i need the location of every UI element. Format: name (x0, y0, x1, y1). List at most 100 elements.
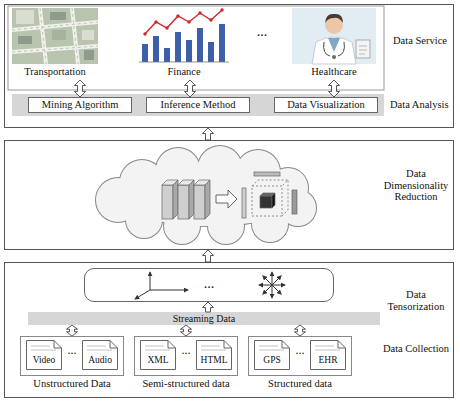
axes-star-part (272, 285, 285, 286)
doc-fold (224, 341, 232, 349)
axes-left-part (150, 272, 151, 290)
method-label: Inference Method (147, 99, 249, 111)
cloud-shape (96, 146, 316, 244)
method-box: Inference Method (146, 97, 250, 113)
reduced-tensors-part (254, 172, 280, 176)
method-label: Data Visualization (275, 99, 377, 111)
doc-fold (110, 341, 118, 349)
finance-picture-part (154, 20, 157, 23)
cloud-shape-part-part (120, 170, 300, 226)
service-image: Transportation (12, 8, 98, 80)
transport-picture-part (12, 8, 98, 64)
transport-picture-part (50, 12, 66, 20)
doc-label: Audio (82, 355, 118, 365)
finance-picture-part (153, 36, 159, 62)
ellipsis: ... (176, 344, 196, 357)
reduced-tensors-part (292, 190, 297, 214)
axes-star-part (272, 272, 273, 285)
healthcare-picture-part (324, 42, 345, 56)
reduce-arrow (216, 190, 237, 208)
group-caption: Unstructured Data (17, 378, 127, 390)
axes-left-part (150, 290, 188, 291)
layer-label: Data Analysis (390, 99, 454, 111)
finance-picture-part (165, 26, 168, 29)
axes-star-part (272, 285, 273, 298)
healthcare-picture (292, 8, 376, 64)
transport-picture-part (12, 8, 98, 64)
reduced-tensors-part (272, 193, 275, 208)
transport-picture-part (18, 36, 32, 44)
doc-fold (282, 341, 290, 349)
finance-picture-part (198, 11, 201, 14)
layer-panel: Data TensorizationData Collection...Stre… (4, 262, 454, 398)
axes-star-part (272, 276, 281, 285)
reduced-tensors-part (242, 188, 246, 218)
transport-picture (12, 8, 98, 64)
healthcare-picture-part (356, 40, 370, 58)
doc-icon: EHR (310, 340, 346, 370)
transport-picture-part (84, 50, 94, 60)
healthcare-picture-part (328, 38, 340, 52)
doc-lines (259, 346, 284, 350)
doc-lines (315, 346, 340, 350)
flow-arrow (295, 325, 306, 336)
image-caption: Healthcare (292, 66, 376, 78)
finance-picture-part (136, 8, 232, 64)
doc-outline (27, 341, 62, 370)
flow-arrow (203, 250, 214, 262)
image-caption: Transportation (6, 66, 104, 78)
flow-arrow (67, 325, 78, 336)
layer-panel: Data ServiceTransportationFinanceHealthc… (4, 4, 454, 128)
tensor-cubes (162, 180, 210, 219)
tensor-cubes-part (205, 180, 210, 219)
doc-label: GPS (254, 355, 290, 365)
doc-lines (87, 346, 112, 350)
flow-arrow (203, 128, 214, 140)
axes-star-part (272, 285, 281, 294)
doc-label: EHR (310, 355, 346, 365)
cloud-shape-part-part (120, 170, 300, 226)
service-image: Finance (136, 8, 232, 80)
ellipsis: ... (85, 276, 333, 291)
doc-lines (145, 346, 170, 350)
tensor-cubes-part (194, 185, 205, 219)
axes-left-part (135, 290, 150, 299)
doc-label: XML (140, 355, 176, 365)
doc-icon: HTML (196, 340, 232, 370)
layer-label: Data Collection (377, 343, 455, 355)
cloud-shape-part (96, 146, 316, 244)
healthcare-picture-part (292, 8, 376, 64)
finance-picture-part (142, 44, 148, 62)
doc-icon: Audio (82, 340, 118, 370)
finance-picture (136, 8, 232, 64)
layer-label: Data Tensorization (377, 289, 455, 312)
axes-star-part (263, 285, 272, 294)
doc-outline (311, 341, 346, 370)
doc-label: HTML (196, 355, 232, 365)
healthcare-picture-part (312, 37, 356, 64)
tensor-cubes-part (178, 185, 189, 219)
reduced-tensors-part (260, 196, 272, 208)
doc-fold (54, 341, 62, 349)
flow-arrow (75, 80, 86, 97)
finance-picture-part (187, 20, 190, 23)
service-frame-part (8, 6, 384, 90)
transport-picture-part (12, 8, 98, 64)
finance-picture-part (176, 14, 179, 17)
healthcare-picture-part (325, 14, 343, 23)
axes-star-part (263, 276, 272, 285)
flow-arrow (185, 80, 196, 97)
healthcare-picture-part (332, 55, 336, 59)
service-image: Healthcare (292, 8, 376, 80)
method-box: Mining Algorithm (28, 97, 132, 113)
tensor-cubes-part (173, 180, 178, 219)
healthcare-picture-part (359, 46, 367, 54)
method-label: Mining Algorithm (29, 99, 131, 111)
group-caption: Structured data (245, 378, 355, 390)
finance-picture-part (219, 24, 225, 62)
finance-picture-part (175, 32, 181, 62)
reduced-tensors-part (252, 180, 288, 216)
